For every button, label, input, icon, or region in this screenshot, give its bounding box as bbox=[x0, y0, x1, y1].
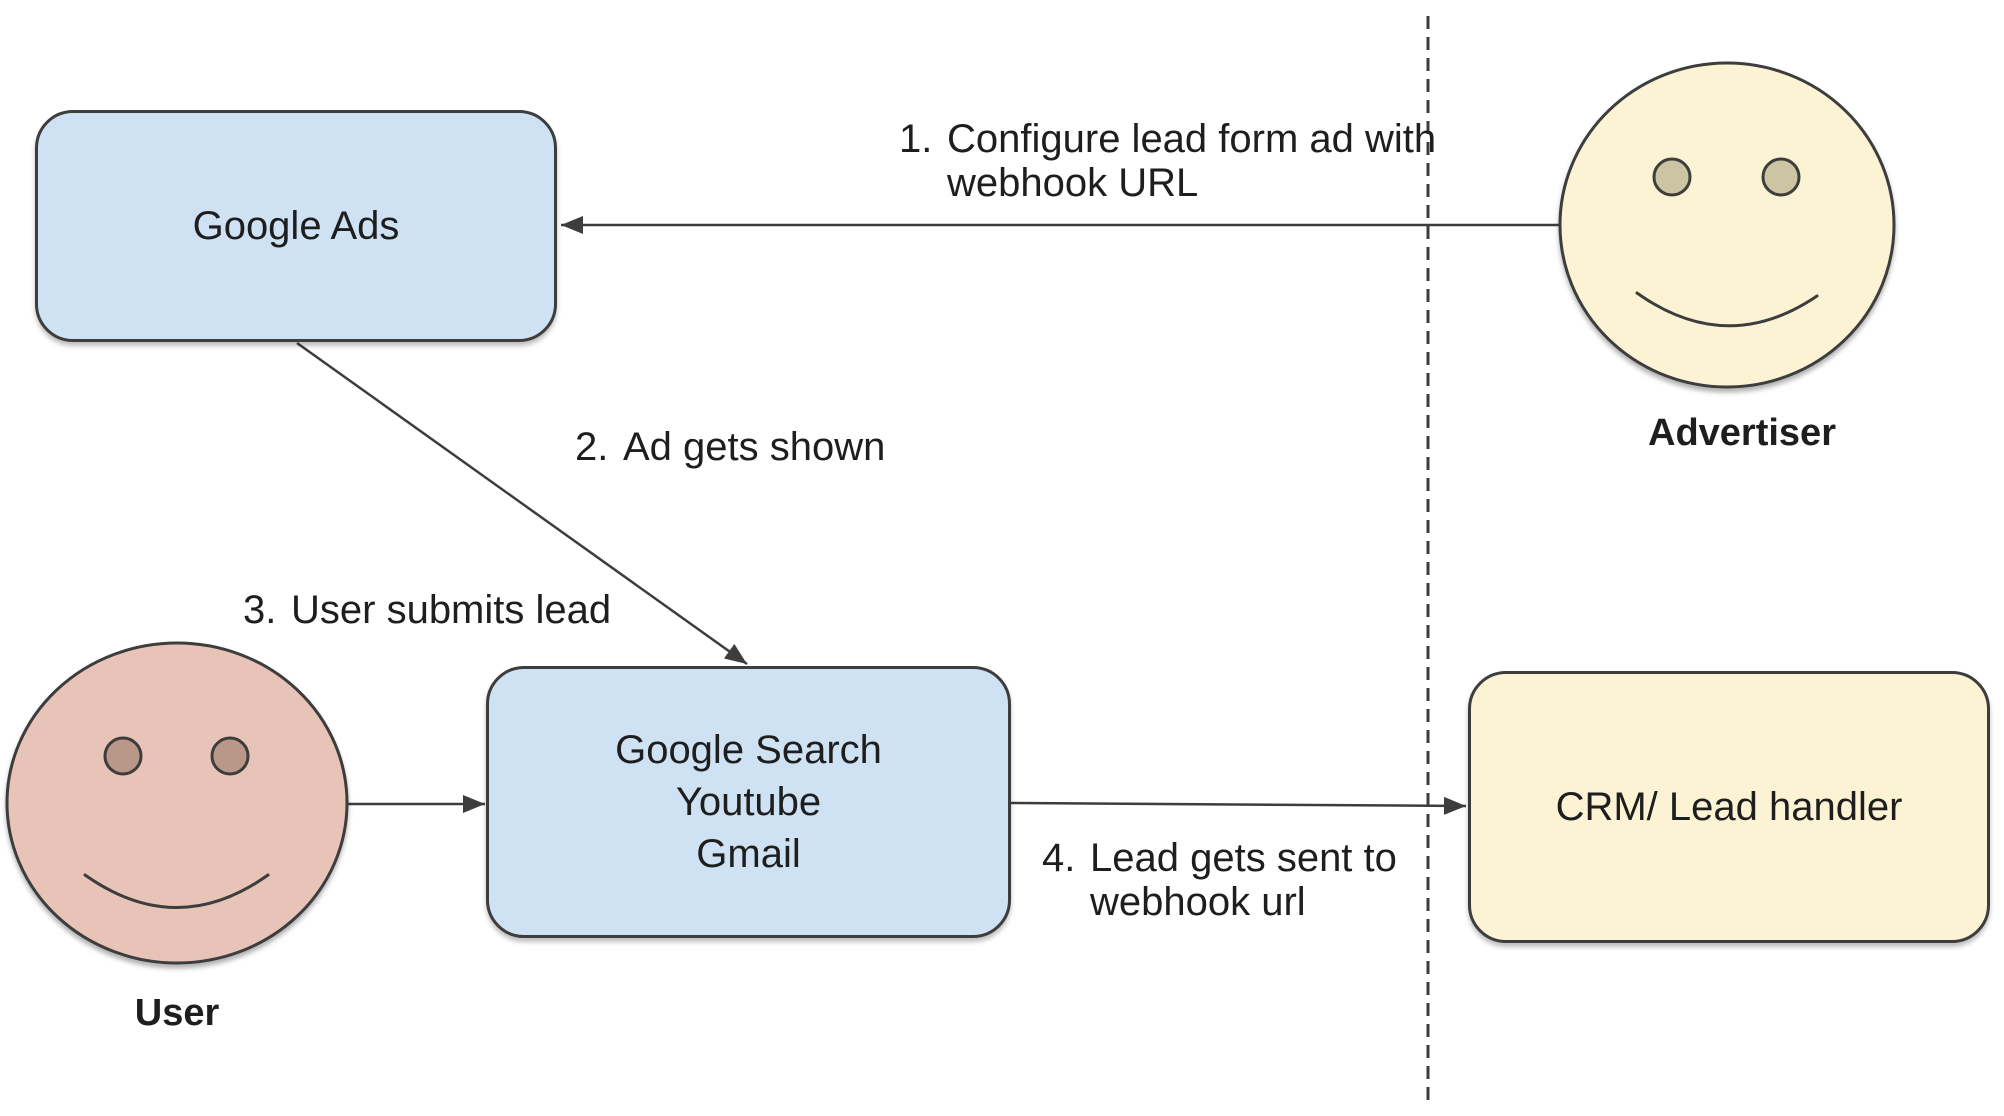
node-crm-label: CRM/ Lead handler bbox=[1555, 785, 1903, 829]
arrow-ad-gets-shown bbox=[296, 341, 748, 666]
step-4-number: 4. bbox=[1042, 836, 1076, 880]
step-3-text-line-1: User submits lead bbox=[291, 588, 612, 632]
step-4-text-line-2: webhook url bbox=[1090, 880, 1306, 924]
user-smile bbox=[83, 873, 270, 909]
step-2-label: 2. Ad gets shown bbox=[575, 425, 885, 469]
step-4-text-line-1: Lead gets sent to bbox=[1090, 836, 1397, 880]
advertiser-smile bbox=[1635, 291, 1819, 328]
step-2-number: 2. bbox=[575, 425, 609, 469]
step-1-number: 1. bbox=[899, 117, 933, 161]
node-google-surfaces-line-1: Google Search bbox=[615, 728, 882, 772]
step-1-text-line-1: Configure lead form ad with bbox=[947, 117, 1437, 161]
node-google-ads-label: Google Ads bbox=[192, 204, 400, 248]
arrow-lead-sent-to-webhook bbox=[1010, 796, 1467, 815]
advertiser-right-eye bbox=[1761, 157, 1801, 197]
advertiser-head bbox=[1558, 61, 1896, 389]
user-face bbox=[5, 641, 349, 965]
node-crm-lead-handler: CRM/ Lead handler bbox=[1468, 671, 1990, 943]
advertiser-face bbox=[1558, 61, 1896, 389]
step-3-number: 3. bbox=[243, 588, 277, 632]
node-google-surfaces: Google Search Youtube Gmail bbox=[486, 666, 1011, 938]
user-right-eye bbox=[210, 736, 250, 776]
user-left-eye bbox=[103, 736, 143, 776]
advertiser-label: Advertiser bbox=[1648, 412, 1836, 454]
node-google-ads: Google Ads bbox=[35, 110, 557, 342]
user-label: User bbox=[134, 992, 220, 1034]
advertiser-left-eye bbox=[1652, 157, 1692, 197]
node-google-surfaces-line-3: Gmail bbox=[696, 832, 801, 876]
step-2-text-line-1: Ad gets shown bbox=[623, 425, 886, 469]
node-google-surfaces-line-2: Youtube bbox=[675, 780, 822, 824]
step-4-label: 4. Lead gets sent to webhook url bbox=[1042, 836, 1397, 924]
step-3-label: 3. User submits lead bbox=[243, 588, 611, 632]
user-head bbox=[5, 641, 349, 965]
step-1-text-line-2: webhook URL bbox=[947, 161, 1199, 205]
step-1-label: 1. Configure lead form ad with webhook U… bbox=[899, 117, 1436, 205]
